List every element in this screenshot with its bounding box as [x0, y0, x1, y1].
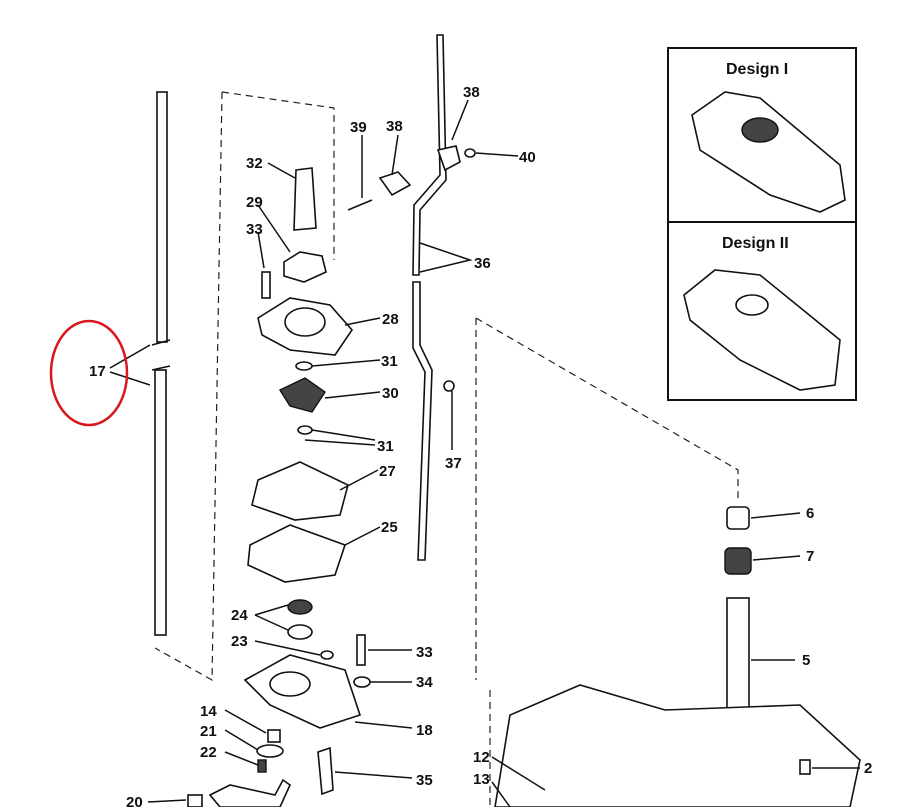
- clip-38: [378, 171, 412, 197]
- callout-13: 13: [473, 771, 490, 788]
- callout-39: 39: [350, 119, 367, 136]
- nut-40: [464, 148, 476, 158]
- impeller-30: [278, 377, 326, 413]
- screw-39: [347, 199, 373, 211]
- callout-27: 27: [379, 463, 396, 480]
- callout-7: 7: [806, 548, 814, 565]
- callout-36: 36: [474, 255, 491, 272]
- assembly-guide-left: [154, 91, 335, 682]
- callout-22: 22: [200, 744, 217, 761]
- design-2-title: Design II: [722, 235, 789, 252]
- callout-6: 6: [806, 505, 814, 522]
- cap-20: [187, 794, 203, 807]
- callout-2: 2: [864, 760, 872, 777]
- callout-37: 37: [445, 455, 462, 472]
- plate-21: [256, 744, 284, 758]
- grommet-14: [267, 729, 281, 743]
- callout-23: 23: [231, 633, 248, 650]
- assembly-guide-right: [475, 317, 739, 807]
- callout-38: 38: [386, 118, 403, 135]
- callout-21: 21: [200, 723, 217, 740]
- part-shapes: [187, 145, 861, 807]
- pin-2: [799, 759, 811, 775]
- callout-40: 40: [519, 149, 536, 166]
- callout-31: 31: [381, 353, 398, 370]
- bearing-7: [724, 547, 752, 575]
- leader-lines: [109, 99, 860, 807]
- callout-32: 32: [246, 155, 263, 172]
- screw-33: [261, 271, 271, 299]
- callout-34: 34: [416, 674, 433, 691]
- seal-29: [283, 251, 327, 283]
- gasket-25: [247, 524, 347, 583]
- design-1-plate: [691, 91, 846, 213]
- washer-31: [295, 361, 313, 371]
- callout-38: 38: [463, 84, 480, 101]
- shift-rod: [412, 34, 447, 561]
- callout-33: 33: [416, 644, 433, 661]
- block-35: [317, 746, 334, 796]
- plate-27: [251, 461, 349, 521]
- callout-17: 17: [89, 363, 106, 380]
- tube-20: [208, 778, 292, 807]
- callout-14: 14: [200, 703, 217, 720]
- clip-37: [443, 380, 455, 392]
- callout-30: 30: [382, 385, 399, 402]
- callout-12: 12: [473, 749, 490, 766]
- design-2-plate: [683, 269, 841, 391]
- callout-35: 35: [416, 772, 433, 789]
- guide-tube-5: [726, 597, 750, 711]
- screw-22: [257, 759, 267, 773]
- washer-23: [320, 650, 334, 660]
- washer-34: [353, 676, 371, 688]
- gearcase: [494, 684, 861, 807]
- callout-20: 20: [126, 794, 143, 807]
- callout-25: 25: [381, 519, 398, 536]
- bushing-6: [726, 506, 750, 530]
- drive-shaft: [151, 91, 171, 636]
- callout-31: 31: [377, 438, 394, 455]
- clip-38b: [436, 145, 461, 172]
- callout-24: 24: [231, 607, 248, 624]
- callout-5: 5: [802, 652, 810, 669]
- callout-33: 33: [246, 221, 263, 238]
- highlight-circle: [49, 319, 129, 427]
- callout-18: 18: [416, 722, 433, 739]
- seal-24: [287, 599, 313, 615]
- screw-33b: [356, 634, 366, 666]
- water-tube-32: [293, 167, 317, 231]
- design-inset: Design I Design II: [667, 47, 857, 401]
- callout-29: 29: [246, 194, 263, 211]
- callout-28: 28: [382, 311, 399, 328]
- callout-labels: 17 32 39 38 38 40 29 33 36 28 31 30 31 3…: [89, 84, 872, 807]
- design-1-title: Design I: [726, 61, 788, 78]
